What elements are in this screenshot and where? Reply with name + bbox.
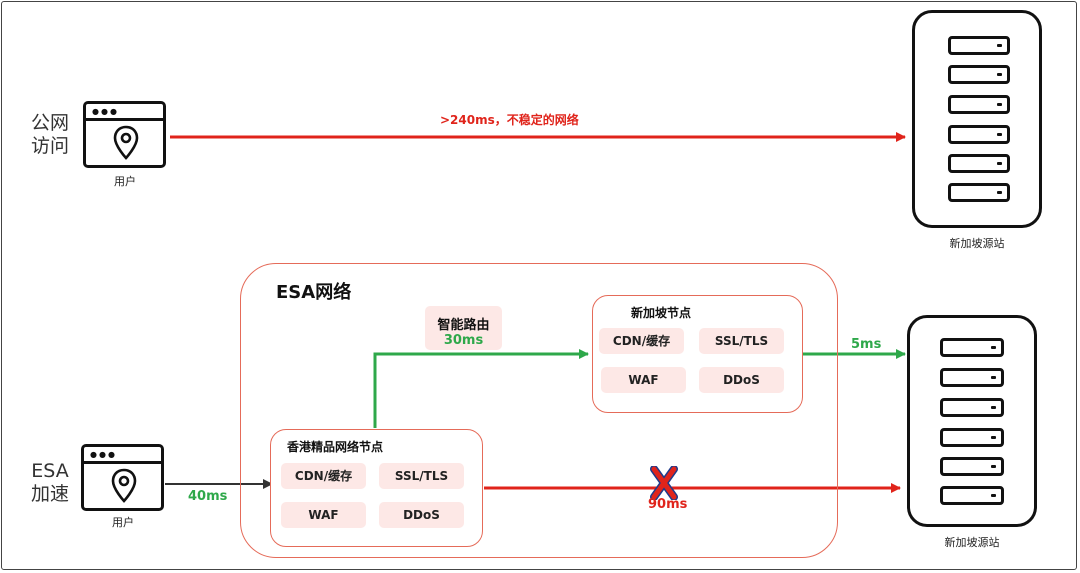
rack-unit (948, 154, 1010, 173)
esa-accel-label: ESA 加速 (26, 460, 74, 506)
bottom-origin-label: 新加坡源站 (944, 536, 1000, 549)
public-label-line2: 访问 (30, 135, 69, 157)
public-access-label: 公网 访问 (26, 112, 74, 158)
sg-feature-waf: WAF (601, 367, 686, 393)
esa-network-title: ESA网络 (276, 282, 352, 303)
x-mark-icon (650, 466, 678, 500)
location-pin-icon (113, 125, 139, 160)
bottom-user-browser-icon: ●●● (81, 444, 164, 511)
rack-unit (940, 486, 1004, 505)
public-latency-label: >240ms，不稳定的网络 (440, 113, 579, 127)
public-label-line1: 公网 (30, 112, 69, 134)
top-origin-label: 新加坡源站 (949, 237, 1005, 250)
user-latency-label: 40ms (188, 489, 228, 504)
rack-unit (940, 457, 1004, 476)
rack-unit (948, 65, 1010, 84)
smart-route-link (373, 349, 589, 428)
esa-label-line1: ESA (31, 460, 69, 482)
smart-route-label: 智能路由 (437, 318, 490, 333)
location-pin-icon (111, 468, 137, 503)
rack-unit (940, 338, 1004, 357)
hk-feature-ddos: DDoS (379, 502, 464, 528)
window-dots-icon: ●●● (92, 107, 119, 116)
origin-latency-label: 5ms (851, 337, 882, 352)
esa-label-line2: 加速 (30, 483, 69, 505)
hk-node-title: 香港精品网络节点 (287, 440, 384, 454)
sg-node-title: 新加坡节点 (631, 306, 692, 320)
top-user-label: 用户 (114, 175, 136, 188)
direct-latency-label: 90ms (648, 497, 688, 512)
hk-feature-waf: WAF (281, 502, 366, 528)
rack-unit (940, 398, 1004, 417)
smart-route-latency: 30ms (443, 333, 484, 348)
bottom-origin-server-icon (907, 315, 1037, 527)
smart-route-tag: 智能路由 30ms (425, 306, 502, 350)
top-origin-server-icon (912, 10, 1042, 228)
sg-feature-ddos: DDoS (699, 367, 784, 393)
window-dots-icon: ●●● (90, 450, 117, 459)
hk-feature-cdn: CDN/缓存 (281, 463, 366, 489)
rack-unit (948, 183, 1010, 202)
sg-node-box (592, 295, 803, 413)
rack-unit (940, 428, 1004, 447)
rack-unit (948, 36, 1010, 55)
rack-unit (940, 368, 1004, 387)
sg-feature-ssl: SSL/TLS (699, 328, 784, 354)
rack-unit (948, 125, 1010, 144)
sg-feature-cdn: CDN/缓存 (599, 328, 684, 354)
rack-unit (948, 95, 1010, 114)
hk-feature-ssl: SSL/TLS (379, 463, 464, 489)
esa-network-container (240, 263, 838, 558)
top-user-browser-icon: ●●● (83, 101, 166, 168)
bottom-user-label: 用户 (112, 516, 134, 529)
